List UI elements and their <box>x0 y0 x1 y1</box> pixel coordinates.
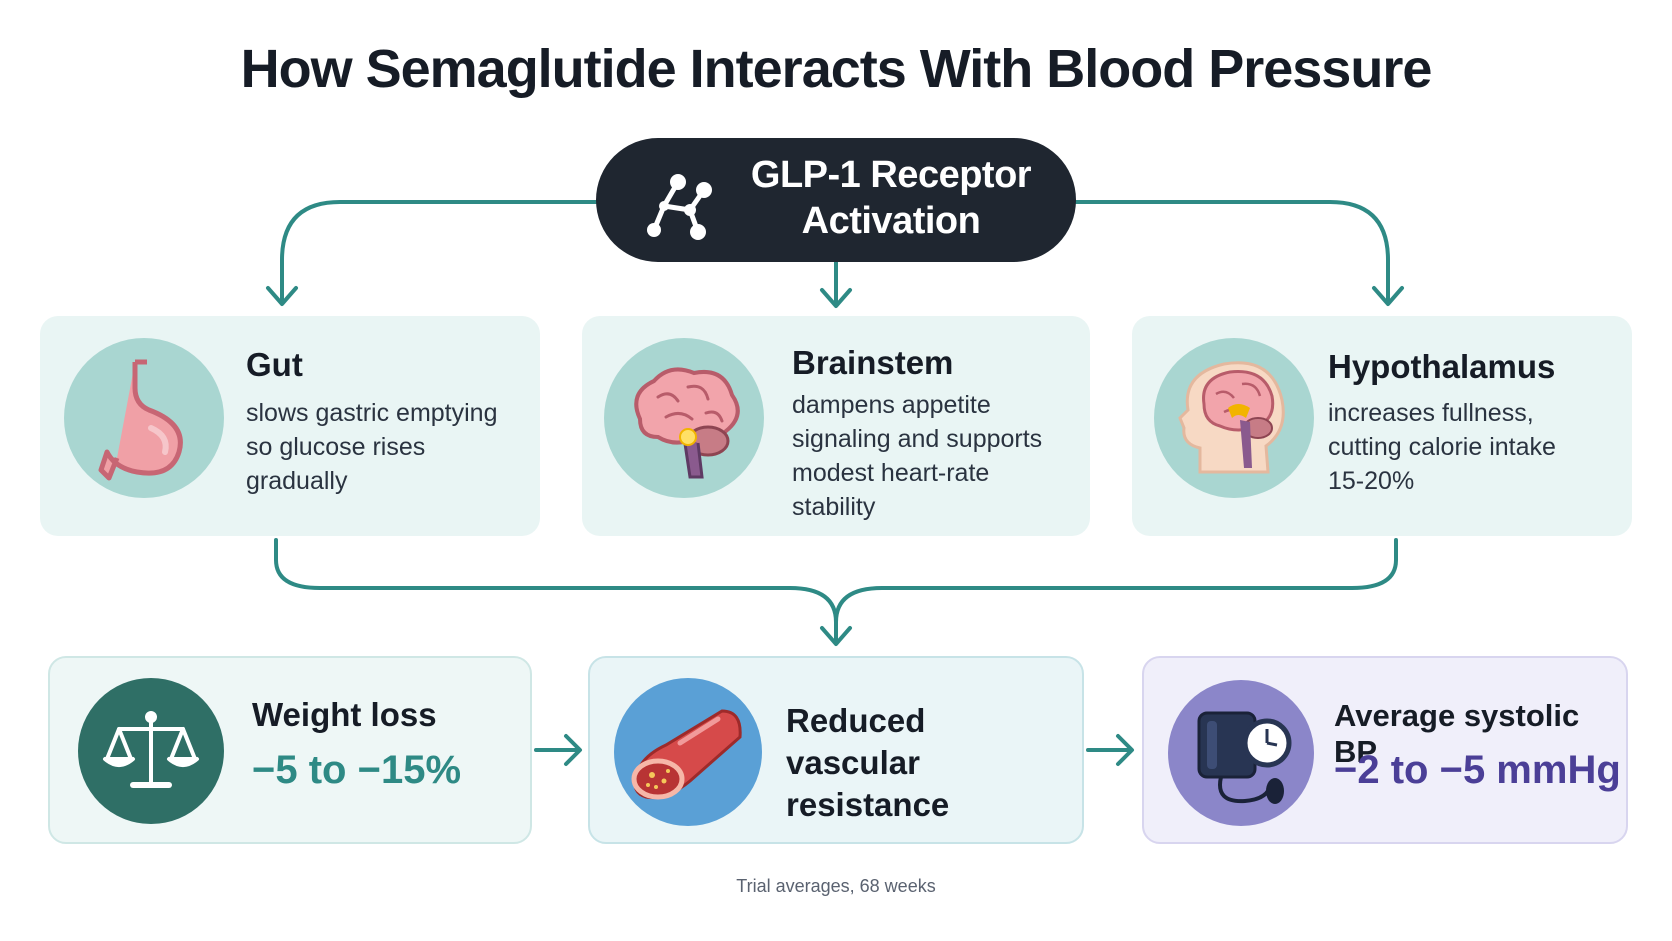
blood-pressure-monitor-icon <box>1168 680 1314 826</box>
pathway-description: slows gastric emptying so glucose rises … <box>246 396 497 498</box>
pathway-card-gut: Gut slows gastric emptying so glucose ri… <box>40 316 540 536</box>
description-line: 15-20% <box>1328 467 1415 495</box>
scale-icon <box>78 678 224 824</box>
brain-icon <box>604 338 764 498</box>
outcome-heading-line1: Reduced <box>786 702 926 739</box>
description-line: dampens appetite <box>792 391 991 419</box>
stomach-icon <box>64 338 224 498</box>
outcome-heading: Average systolic BP <box>1334 698 1580 769</box>
outcome-heading: Reduced vascular resistance <box>786 700 1082 826</box>
outcome-card-vascular: Reduced vascular resistance <box>588 656 1084 844</box>
outcome-card-weight-loss: Weight loss −5 to −15% <box>48 656 532 844</box>
glp1-receptor-activation-node: GLP-1 Receptor Activation <box>596 138 1076 262</box>
arrow-to-gut <box>280 200 598 302</box>
merge-connector <box>274 538 838 642</box>
outcome-value: −5 to −15% <box>252 748 462 792</box>
description-line: signaling and supports <box>792 425 1043 453</box>
outcome-heading-line2: vascular resistance <box>786 744 950 823</box>
outcome-heading: Weight loss <box>252 696 437 733</box>
description-line: stability <box>792 493 876 521</box>
description-line: so glucose rises <box>246 433 426 461</box>
description-line: modest heart-rate <box>792 459 990 487</box>
node-label-line2: Activation <box>801 200 981 242</box>
description-line: cutting calorie intake <box>1328 433 1556 461</box>
description-line: slows gastric emptying <box>246 399 498 427</box>
arrow-to-hypothalamus <box>1074 200 1390 302</box>
footnote: Trial averages, 68 weeks <box>736 876 936 896</box>
pathway-description: increases fullness, cutting calorie inta… <box>1328 396 1556 498</box>
pathway-heading: Gut <box>246 346 303 383</box>
molecule-icon <box>647 174 712 240</box>
description-line: gradually <box>246 467 348 495</box>
outcome-card-systolic-bp: Average systolic BP −2 to −5 mmHg <box>1142 656 1628 844</box>
pathway-description: dampens appetite signaling and supports … <box>792 388 1042 524</box>
head-brain-icon <box>1154 338 1314 498</box>
node-label-line1: GLP-1 Receptor <box>750 154 1032 196</box>
node-label: GLP-1 Receptor Activation <box>726 152 1056 244</box>
page-title: How Semaglutide Interacts With Blood Pre… <box>240 39 1433 99</box>
blood-vessel-icon <box>614 678 762 826</box>
pathway-heading: Brainstem <box>792 344 954 381</box>
description-line: increases fullness, <box>1328 399 1534 427</box>
outcome-value: −2 to −5 mmHg <box>1334 748 1621 792</box>
pathway-card-brainstem: Brainstem dampens appetite signaling and… <box>582 316 1090 536</box>
pathway-card-hypothalamus: Hypothalamus increases fullness, cutting… <box>1132 316 1632 536</box>
pathway-heading: Hypothalamus <box>1328 348 1556 385</box>
